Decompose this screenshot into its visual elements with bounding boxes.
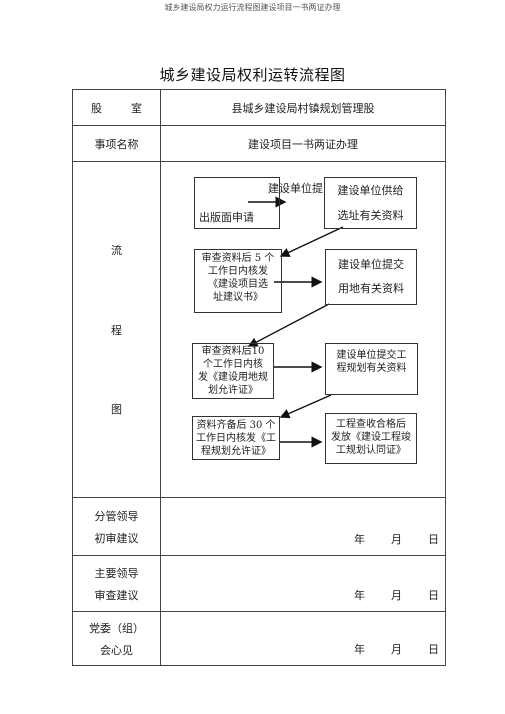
date-day: 日 <box>428 533 439 546</box>
division-leader-label: 分管领导 初审建议 <box>72 497 161 556</box>
department-label-char-1: 股 <box>91 101 102 115</box>
flow-box-land-permit: 审查资料后10 个工作日内核 发《建设用地规 划允许证》 <box>192 343 274 399</box>
flow-box-engineering-materials-line1: 建设单位提交工 <box>336 350 407 361</box>
document-title: 城乡建设局权利运转流程图 <box>159 66 346 84</box>
flow-box-acceptance-cert: 工程查收合格后 发放《建设工程竣 工规划认同证》 <box>325 413 417 464</box>
division-leader-label-line1: 分管领导 <box>94 509 139 523</box>
flow-box-engineering-permit: 资料齐备后 30 个 工作日内核发《工 程规划允许证》 <box>192 416 280 460</box>
party-committee-opinion: 年 月 日 <box>160 611 446 666</box>
flow-box-site-book-line3: 《建设项目选 <box>208 279 268 290</box>
date-year: 年 <box>354 589 365 602</box>
flow-box-engineering-permit-line3: 程规划允许证》 <box>201 446 271 457</box>
flow-box-apply-line1: 建设单位提 <box>268 182 323 195</box>
flow-box-engineering-permit-line2: 工作日内核发《工 <box>196 433 276 444</box>
flow-box-apply: 建设单位提 出版面申请 <box>194 177 323 229</box>
page-header: 城乡建设局权力运行流程图建设项目一书两证办理 <box>164 3 341 12</box>
flow-box-engineering-materials-line2: 程规划有关资料 <box>336 363 407 374</box>
flow-box-engineering-materials: 建设单位提交工 程规划有关资料 <box>325 343 418 395</box>
arrow-land-materials-to-land-permit <box>247 303 330 347</box>
date-year: 年 <box>354 643 365 656</box>
flow-box-land-materials-line2: 用地有关资料 <box>338 282 404 295</box>
main-leader-label: 主要领导 审查建议 <box>72 555 161 612</box>
flow-box-site-materials-line1: 建设单位供给 <box>337 184 404 197</box>
date-day: 日 <box>428 643 439 656</box>
date-month: 月 <box>391 533 402 546</box>
main-leader-opinion: 年 月 日 <box>160 555 446 612</box>
flow-box-acceptance-cert-line3: 工规划认同证》 <box>336 445 406 456</box>
date-day: 日 <box>428 589 439 602</box>
flowchart-label: 流 程 图 <box>72 161 161 498</box>
flowchart-label-char-3: 图 <box>111 403 122 416</box>
main-leader-label-line1: 主要领导 <box>94 566 139 580</box>
flow-box-site-materials-line2: 选址有关资料 <box>337 209 404 222</box>
flowchart-label-char-2: 程 <box>111 323 122 337</box>
flowchart-label-char-1: 流 <box>111 244 122 257</box>
flow-box-land-permit-line3: 发《建设用地规 <box>198 372 268 383</box>
item-name-label: 事项名称 <box>72 125 161 162</box>
division-leader-label-line2: 初审建议 <box>94 531 139 545</box>
flowchart: 建设单位提 出版面申请 建设单位供给 选址有关资料 审查资料后 5 个 工作日内… <box>161 162 445 492</box>
department-value: 县城乡建设局村镇规划管理股 <box>160 89 446 126</box>
department-label-char-2: 室 <box>131 101 142 115</box>
date-year: 年 <box>354 533 365 546</box>
arrow-materials-to-site-book <box>279 226 344 257</box>
flow-box-site-book: 审查资料后 5 个 工作日内核发 《建设项目选 址建议书》 <box>194 249 282 313</box>
flow-box-land-materials: 建设单位提交 用地有关资料 <box>325 249 417 305</box>
party-committee-label-line1: 党委（组） <box>89 621 144 635</box>
date-line-2: 年 月 日 <box>354 587 439 603</box>
flow-box-engineering-permit-line1: 资料齐备后 30 个 <box>196 420 276 431</box>
date-line-3: 年 月 日 <box>354 641 439 657</box>
flow-box-site-book-line1: 审查资料后 5 个 <box>201 253 275 264</box>
flow-box-land-permit-line2: 个工作日内核 <box>203 359 263 370</box>
arrow-engineering-materials-to-engineering-permit <box>279 394 332 419</box>
party-committee-label-line2: 会心见 <box>100 643 133 657</box>
flow-box-acceptance-cert-line1: 工程查收合格后 <box>336 419 406 430</box>
flow-box-acceptance-cert-line2: 发放《建设工程竣 <box>331 432 411 443</box>
department-label: 股 室 <box>72 89 161 126</box>
date-month: 月 <box>391 643 402 656</box>
flow-box-land-materials-line1: 建设单位提交 <box>338 258 404 271</box>
flow-box-site-materials: 建设单位供给 选址有关资料 <box>324 177 417 229</box>
flow-box-site-book-line2: 工作日内核发 <box>208 266 268 277</box>
flow-box-apply-line2: 出版面申请 <box>199 211 254 224</box>
main-leader-label-line2: 审查建议 <box>94 588 139 602</box>
flowchart-cell: 建设单位提 出版面申请 建设单位供给 选址有关资料 审查资料后 5 个 工作日内… <box>160 161 446 498</box>
flow-box-land-permit-line1: 审查资料后10 <box>201 346 265 357</box>
date-month: 月 <box>391 589 402 602</box>
process-table: 股 室 县城乡建设局村镇规划管理股 事项名称 建设项目一书两证办理 流 程 图 <box>72 89 446 666</box>
division-leader-opinion: 年 月 日 <box>160 497 446 556</box>
item-name-value: 建设项目一书两证办理 <box>160 125 446 162</box>
date-line-1: 年 月 日 <box>354 531 439 547</box>
flow-box-site-book-line4: 址建议书》 <box>213 292 263 303</box>
party-committee-label: 党委（组） 会心见 <box>72 611 161 666</box>
flow-box-land-permit-line4: 划允许证》 <box>208 385 258 396</box>
